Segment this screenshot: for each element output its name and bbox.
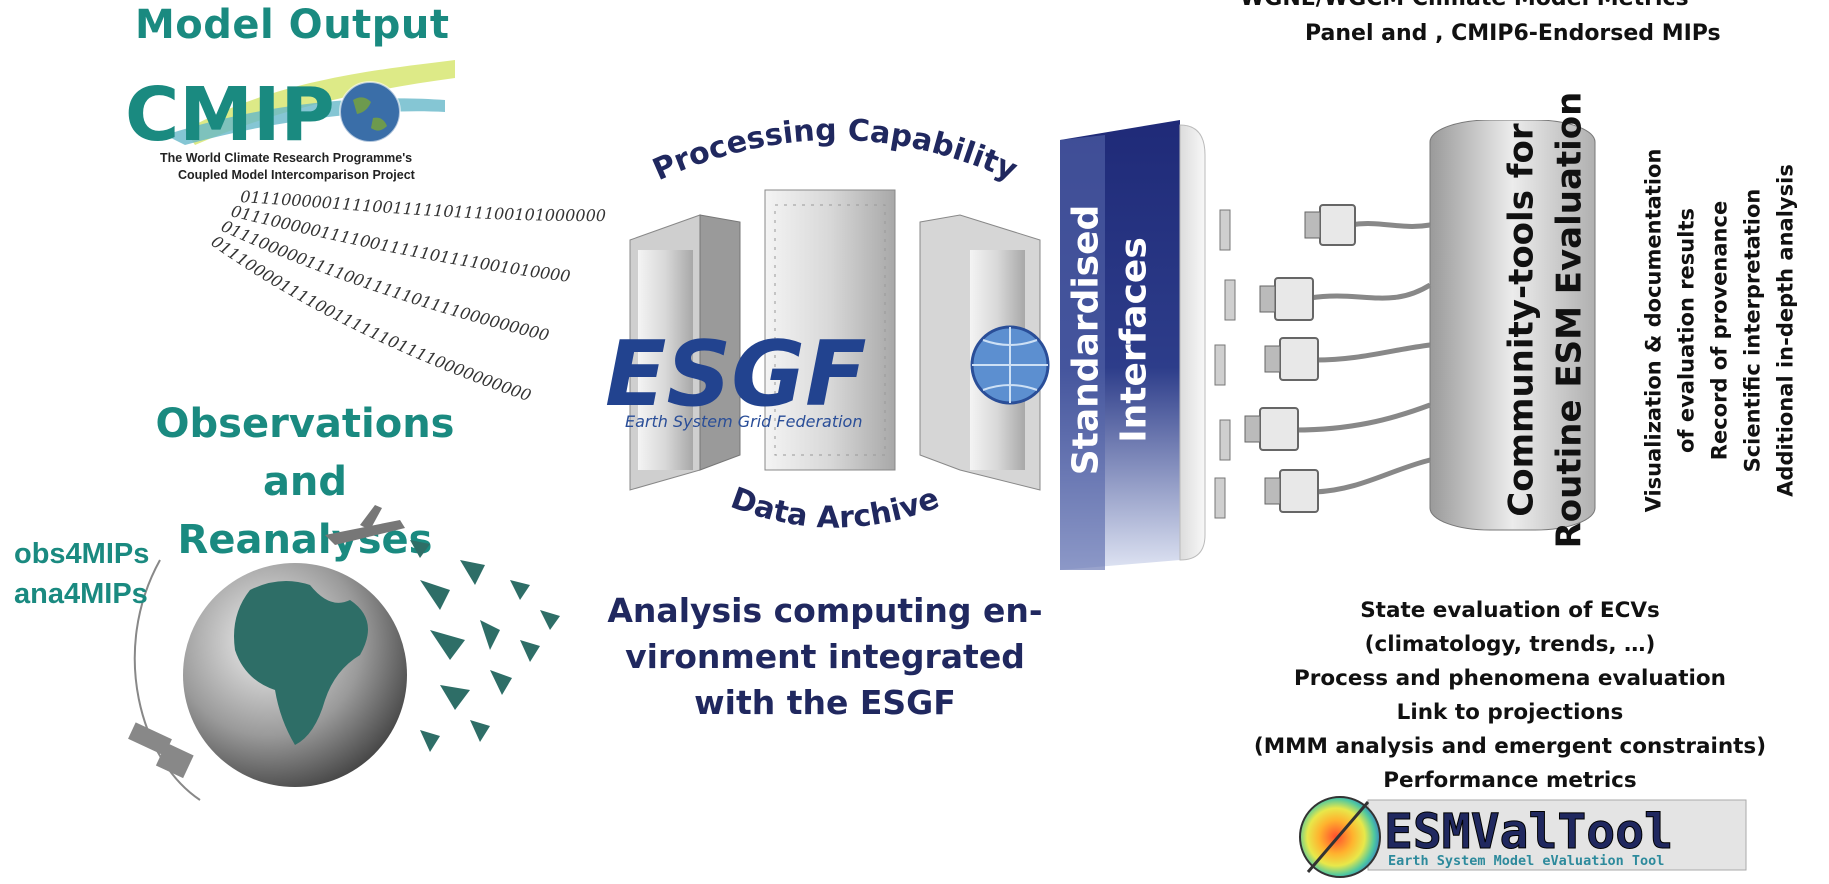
evaluation-item: (MMM analysis and emergent constraints) — [1253, 734, 1767, 759]
server-rack-icon — [629, 214, 741, 491]
cmip-subtitle-line2: Coupled Model Intercomparison Project — [178, 168, 415, 182]
observations-heading-line1: Observations and — [155, 401, 455, 505]
community-line2: Routine ESM Evaluation — [1549, 91, 1589, 549]
cmip-subtitle-line1: The World Climate Research Programme's — [160, 151, 413, 165]
plug-connector-icon — [1244, 407, 1299, 451]
evaluation-outputs: Visualization & documentation of evaluat… — [1610, 120, 1829, 540]
output-item: Additional in-depth analysis — [1773, 163, 1798, 497]
binary-streams: 011100000111100111110111100101000000 011… — [208, 187, 606, 405]
globe-heatmap-icon — [1299, 796, 1381, 878]
evaluation-item: Process and phenomena evaluation — [1294, 666, 1726, 691]
satellite-icon — [128, 722, 194, 779]
plug-connector-icon — [1264, 337, 1319, 381]
standardised-line1: Standardised — [1064, 204, 1106, 476]
data-archive-label: Data Archive — [726, 481, 943, 536]
esmvaltool-name: ESMValTool — [1384, 804, 1673, 860]
output-item: Record of provenance — [1707, 200, 1732, 460]
model-output-heading: Model Output — [135, 2, 450, 48]
analysis-line3: with the ESGF — [694, 683, 956, 722]
evaluation-item: Link to projections — [1396, 700, 1624, 725]
evaluation-item: (climatology, trends, …) — [1364, 632, 1656, 657]
esmvaltool-subtitle: Earth System Model eValuation Tool — [1388, 853, 1664, 869]
evaluation-item: State evaluation of ECVs — [1360, 598, 1660, 623]
standardised-interfaces: Standardised Interfaces — [960, 150, 1260, 530]
obs4mips-label: obs4MIPs — [14, 538, 150, 570]
cmip-logo-text: CMIP — [125, 72, 335, 158]
analysis-line2: vironment integrated — [625, 637, 1025, 676]
evaluation-items: State evaluation of ECVs (climatology, t… — [1220, 594, 1800, 798]
esgf-logo-subtitle: Earth System Grid Federation — [625, 412, 862, 431]
aircraft-icon — [325, 505, 405, 545]
esgf-logo-text: ESGF — [605, 322, 867, 427]
observations-globe — [128, 505, 560, 801]
standardised-line2: Interfaces — [1112, 237, 1154, 443]
metrics-panel-line2: Panel and , CMIP6-Endorsed MIPs — [1305, 21, 1721, 46]
cmip-logo: CMIP — [125, 60, 455, 158]
esgf-servers: Processing Capability ESGF Earth System … — [605, 113, 1050, 536]
community-line1: Community-tools for — [1501, 123, 1541, 517]
plug-connector-icon — [1264, 469, 1319, 513]
plug-connector-icon — [1304, 204, 1356, 246]
earth-globe-icon — [183, 563, 407, 787]
analysis-environment-text: Analysis computing en- vironment integra… — [590, 588, 1060, 726]
output-item: Scientific interpretation — [1740, 188, 1765, 472]
esmvaltool-logo: ESMValTool Earth System Model eValuation… — [1299, 796, 1747, 878]
esgf-logo: ESGF Earth System Grid Federation — [605, 322, 1050, 431]
output-item: of evaluation results — [1674, 207, 1699, 453]
evaluation-item: Performance metrics — [1383, 768, 1637, 793]
interfaces-and-tools — [1060, 120, 1596, 570]
earth-globe-icon — [339, 81, 401, 143]
analysis-line1: Analysis computing en- — [607, 591, 1043, 630]
ana4mips-label: ana4MIPs — [14, 578, 148, 610]
server-rack-icon — [764, 189, 896, 471]
plug-connector-icon — [1259, 277, 1314, 321]
metrics-panel-line1: WGNE/WGCM Climate Model Metrics — [1240, 0, 1689, 11]
output-item: Visualization & documentation — [1641, 148, 1666, 512]
